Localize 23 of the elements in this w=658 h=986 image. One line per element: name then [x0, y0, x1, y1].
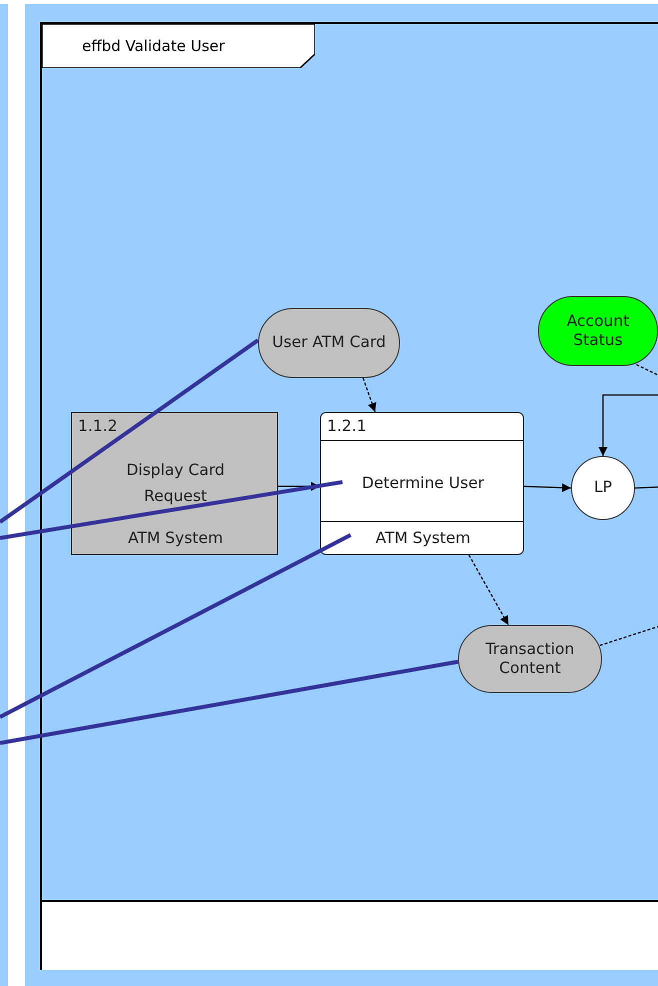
item-label: Transaction Content [484, 640, 576, 678]
frame-title: effbd Validate User [82, 37, 225, 55]
flow-arrow [468, 554, 509, 626]
flow-arrow [362, 378, 376, 412]
diagram-frame [40, 22, 658, 970]
item-label: Account Status [566, 312, 630, 350]
function-box [320, 412, 524, 555]
leader-line [0, 338, 260, 524]
leader-line [0, 660, 458, 745]
leader-line [0, 533, 352, 719]
item-label: User ATM Card [272, 333, 386, 353]
flow-arrow [598, 394, 658, 456]
leader-line [0, 480, 343, 540]
flow-arrow [524, 483, 572, 492]
allocation-label: ATM System [127, 529, 224, 547]
allocation-label: ATM System [374, 529, 472, 547]
node-label: LP [594, 478, 612, 498]
function-number: 1.2.1 [327, 417, 366, 435]
function-box [71, 412, 278, 555]
function-name: Display Card Request [125, 460, 226, 508]
function-number: 1.1.2 [78, 417, 118, 435]
function-name: Determine User [360, 473, 486, 494]
data-item-pill [538, 296, 658, 366]
